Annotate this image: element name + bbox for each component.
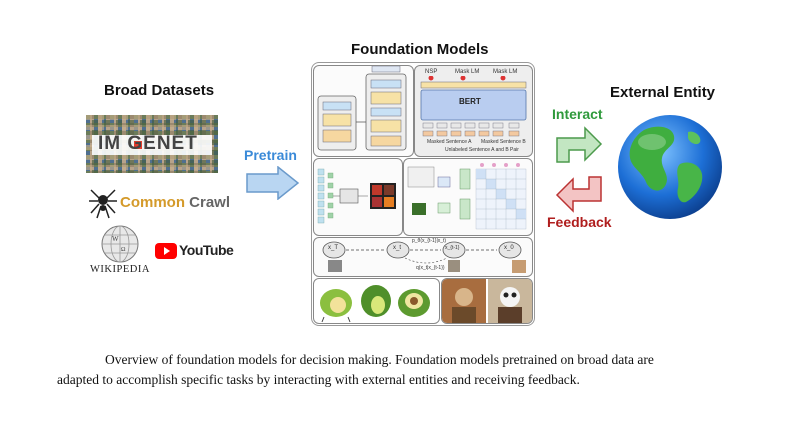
pretrain-label: Pretrain	[244, 147, 297, 163]
nsp-label: NSP	[425, 69, 438, 75]
common-text: Common	[120, 194, 185, 211]
youtube-logo: YouTube	[155, 241, 234, 261]
imagenet-text: IM GENET	[98, 133, 198, 154]
svg-text:Ω: Ω	[121, 247, 126, 253]
youtube-text: YouTube	[179, 242, 234, 258]
bert-panel: NSP Mask LM Mask LM BERT Masked Sentence…	[414, 65, 533, 157]
masked-sentence-b-label: Masked Sentence B	[481, 139, 526, 145]
mask-lm-label-a: Mask LM	[455, 69, 480, 75]
generated-chairs-panel	[313, 278, 440, 324]
transformer-panel	[313, 65, 414, 157]
masked-sentence-a-label: Masked Sentence A	[427, 139, 472, 145]
bert-diagram-icon	[420, 76, 527, 137]
imagenet-mosaic	[86, 115, 218, 173]
vit-diagram-icon	[317, 168, 396, 224]
wikipedia-text: WIKIPEDIA	[90, 264, 150, 275]
bert-label: BERT	[459, 97, 481, 106]
forward-process-label: q(x_t|x_{t-1})	[416, 265, 445, 271]
attention-matrix-icon	[407, 163, 527, 230]
reverse-process-label: p_θ(x_{t-1}|x_t)	[412, 238, 447, 244]
xt-small-node-label: x_t	[393, 245, 402, 251]
generated-animals-image	[442, 279, 532, 323]
spider-icon	[89, 189, 117, 219]
transformer-architecture-icon	[317, 66, 407, 151]
svg-text:W: W	[112, 235, 119, 243]
mask-lm-label-b: Mask LM	[493, 69, 518, 75]
pretrain-arrow-icon	[246, 166, 300, 200]
feedback-arrow-icon	[555, 176, 602, 213]
wikipedia-logo: W Ω WIKIPEDIA	[90, 224, 150, 280]
crawl-text: Crawl	[189, 194, 231, 211]
broad-datasets-title: Broad Datasets	[104, 82, 215, 99]
external-entity-title: External Entity	[610, 84, 716, 101]
interact-label: Interact	[552, 106, 603, 122]
foundation-models-title: Foundation Models	[351, 41, 489, 58]
unlabeled-pair-label: Unlabeled Sentence A and B Pair	[445, 147, 519, 153]
caption-line-2: adapted to accomplish specific tasks by …	[57, 372, 580, 387]
diffusion-chain-icon	[322, 241, 526, 273]
wikipedia-globe-icon: W Ω	[101, 225, 139, 263]
common-crawl-logo: Common Crawl	[88, 186, 238, 220]
interact-arrow-icon	[556, 126, 603, 163]
caption-line-1: Overview of foundation models for decisi…	[105, 352, 654, 367]
avocado-chairs-image	[320, 285, 430, 323]
generated-images-panel	[441, 278, 533, 324]
imagenet-logo: IM GENET	[86, 115, 218, 173]
feedback-label: Feedback	[547, 214, 612, 230]
diffusion-panel: x_T x_t x_{t-1} x_0 p_θ(x_{t-1}|x_t) q(x…	[313, 237, 533, 277]
globe-icon	[618, 115, 722, 219]
vit-panel	[313, 158, 403, 236]
xt-node-label: x_T	[328, 245, 339, 251]
x0-node-label: x_0	[504, 245, 514, 251]
xt-minus-node-label: x_{t-1}	[445, 245, 460, 251]
attention-panel	[403, 158, 533, 236]
youtube-play-icon	[155, 243, 177, 259]
